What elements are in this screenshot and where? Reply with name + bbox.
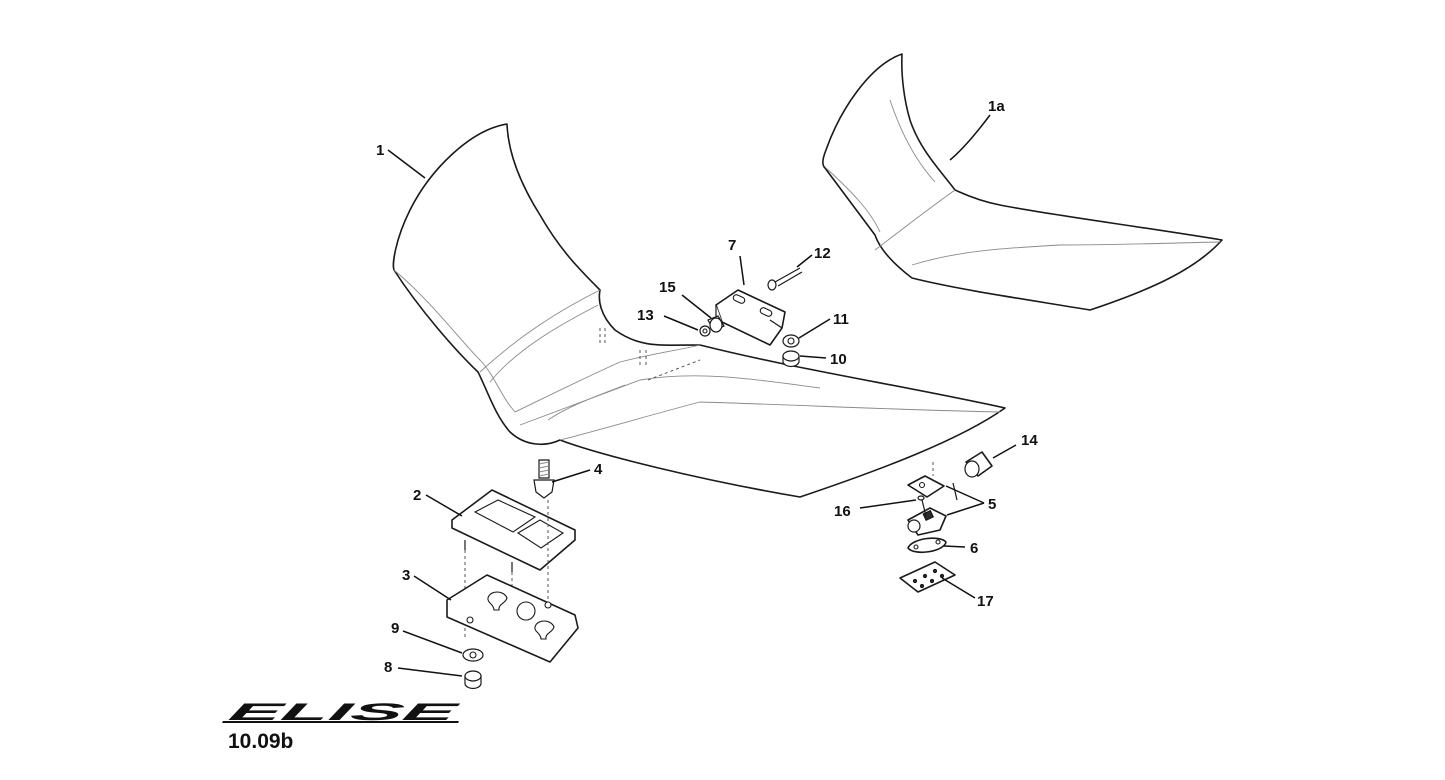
callout-6: 6 (970, 540, 978, 557)
washer-part-9 (462, 648, 484, 662)
spacer-part-15 (707, 315, 725, 333)
elise-logo: ELISE (222, 700, 465, 726)
bolt-part-12 (767, 267, 803, 291)
gasket-part-6 (907, 537, 947, 554)
bracket-part-7 (715, 289, 786, 346)
leader-lines (387, 114, 1017, 677)
cap-part-14 (964, 451, 993, 478)
washer-part-13 (699, 325, 711, 337)
screw-part-16 (917, 495, 927, 517)
callout-14: 14 (1021, 432, 1038, 449)
callout-17: 17 (977, 593, 994, 610)
wing-section-part-1a (822, 53, 1223, 311)
callout-2: 2 (413, 487, 421, 504)
callout-16: 16 (834, 503, 851, 520)
base-plate-part-3 (446, 574, 579, 663)
diagram-code: 10.09b (228, 730, 294, 753)
callout-1a: 1a (988, 98, 1005, 115)
callout-15: 15 (659, 279, 676, 296)
callout-labels: 1 1a 2 3 4 5 6 7 8 9 10 11 12 13 14 15 1… (376, 98, 1038, 676)
callout-9: 9 (391, 620, 399, 637)
callout-13: 13 (637, 307, 654, 324)
callout-5: 5 (988, 496, 996, 513)
callout-4: 4 (594, 461, 603, 478)
callout-10: 10 (830, 351, 847, 368)
callout-11: 11 (833, 311, 849, 328)
nut-part-8 (464, 670, 482, 690)
bracket-part-5 (907, 462, 958, 536)
callout-1: 1 (376, 142, 384, 159)
nut-part-10 (782, 350, 800, 368)
washer-part-11 (782, 334, 800, 348)
callout-3: 3 (402, 567, 410, 584)
plate-part-17 (899, 561, 956, 593)
rear-wing-part-1 (392, 123, 1006, 498)
callout-7: 7 (728, 237, 736, 254)
callout-12: 12 (814, 245, 831, 262)
callout-8: 8 (384, 659, 392, 676)
stud-part-4 (533, 459, 555, 499)
